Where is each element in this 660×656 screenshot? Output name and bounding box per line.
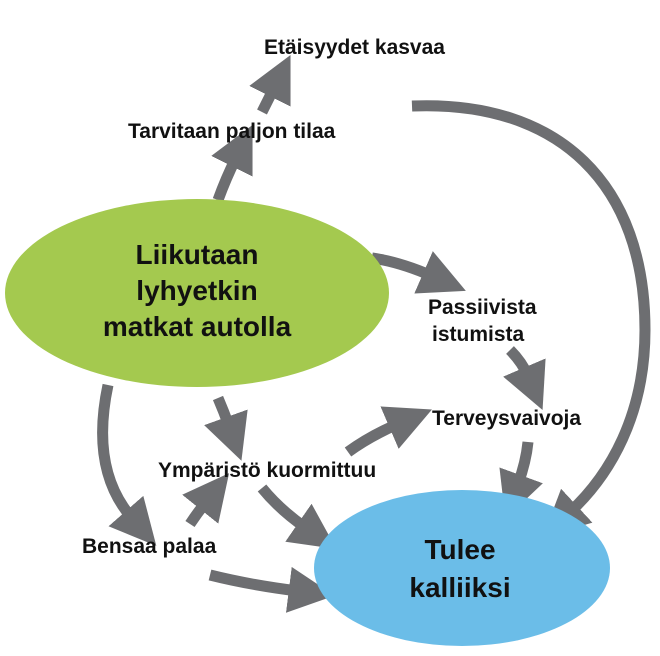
arrow-start-to-fuel (97, 383, 157, 546)
health-label: Terveysvaivoja (432, 407, 581, 430)
arrow-space-to-distances (249, 54, 291, 115)
passive-line-1: Passiivista (428, 296, 537, 319)
arrow-passive-to-health (503, 346, 546, 410)
end-node-line-1: Tulee (424, 534, 495, 565)
environment-label: Ympäristö kuormittuu (158, 459, 376, 482)
end-node-ellipse (314, 490, 610, 646)
space-label: Tarvitaan paljon tilaa (128, 120, 336, 143)
arrow-fuel-to-end (208, 566, 335, 613)
arrow-distances-to-end (411, 100, 651, 538)
passive-line-2: istumista (432, 323, 525, 346)
arrow-start-to-space (211, 124, 253, 202)
start-node-line-2: lyhyetkin (136, 275, 257, 306)
arrow-environment-to-health (344, 406, 432, 457)
start-node-line-1: Liikutaan (136, 239, 259, 270)
start-node-line-3: matkat autolla (103, 311, 292, 342)
distances-label: Etäisyydet kasvaa (264, 36, 445, 59)
start-node-ellipse (5, 199, 389, 387)
end-node-line-2: kalliiksi (409, 572, 510, 603)
arrow-start-to-passive (371, 251, 466, 294)
arrow-start-to-environment (204, 395, 248, 461)
arrow-health-to-end (499, 441, 543, 519)
fuel-label: Bensaa palaa (82, 535, 217, 558)
arrow-fuel-to-environment (182, 473, 230, 528)
arrow-environment-to-end (257, 484, 337, 550)
